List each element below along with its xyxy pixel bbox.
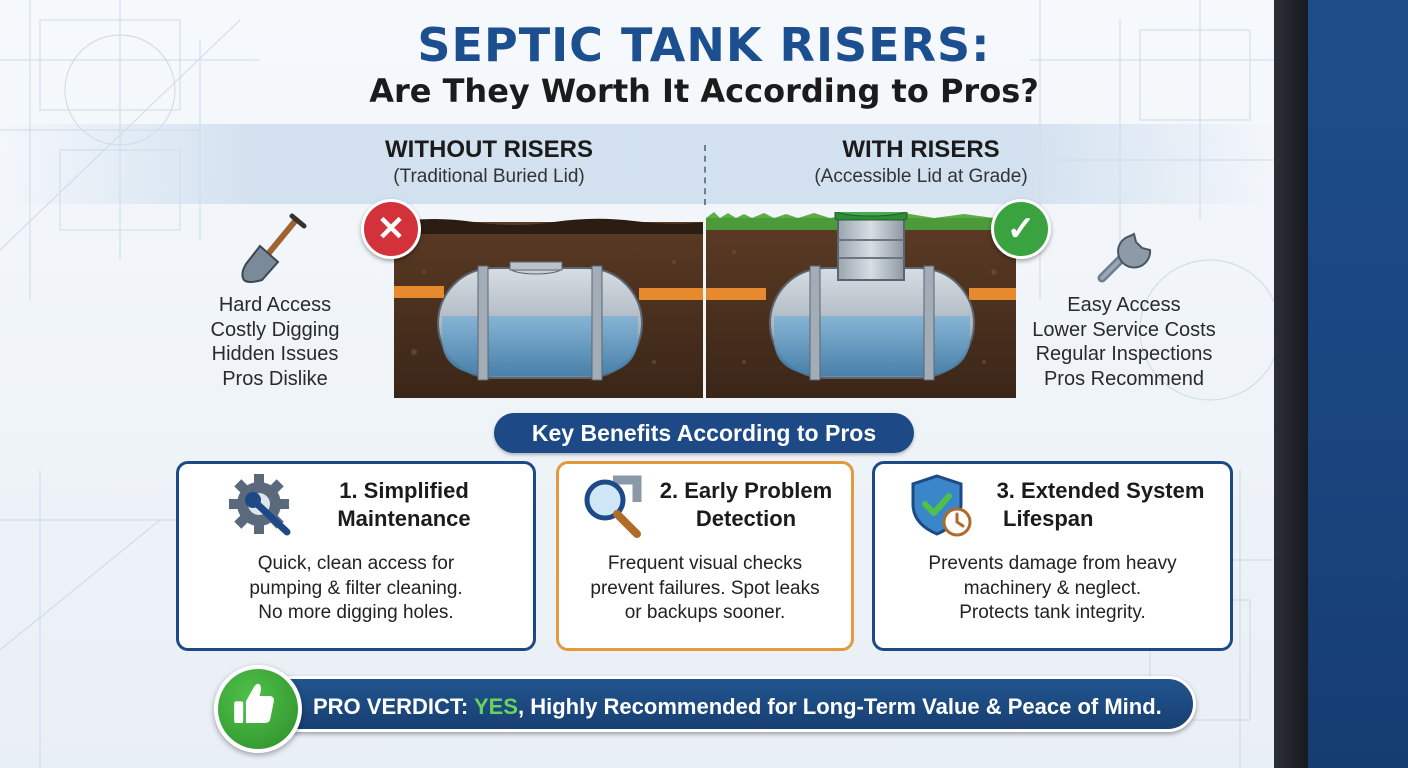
verdict-highlight: YES xyxy=(473,694,518,719)
card-body-line: pumping & filter cleaning. xyxy=(249,577,463,599)
without-point: Costly Digging xyxy=(210,318,340,341)
without-risers-heading: WITHOUT RISERS xyxy=(385,136,593,163)
thumbs-up-glyph xyxy=(234,683,274,723)
with-point: Pros Recommend xyxy=(1043,367,1205,390)
card-title-line: 2. Early Problem xyxy=(659,478,833,503)
without-risers-subheading: (Traditional Buried Lid) xyxy=(393,166,585,187)
tank-cross-section-illustration xyxy=(394,212,1016,398)
card-title-line: Lifespan xyxy=(1003,506,1094,531)
card-body-line: Prevents damage from heavy xyxy=(928,553,1177,574)
benefit-card-maintenance: 1. Simplified Maintenance Quick, clean a… xyxy=(176,461,536,651)
card-body: Frequent visual checks prevent failures.… xyxy=(567,552,843,626)
card-body: Prevents damage from heavy machinery & n… xyxy=(883,552,1222,626)
verdict-prefix: PRO VERDICT: xyxy=(313,694,474,719)
card-title-line: Detection xyxy=(695,506,797,531)
comparison-header-band xyxy=(0,124,1280,204)
shovel-icon xyxy=(241,213,307,283)
magnifier-pipe-icon xyxy=(584,475,642,538)
without-risers-header: WITHOUT RISERS (Traditional Buried Lid) xyxy=(309,136,669,188)
column-divider xyxy=(704,145,706,205)
key-benefits-heading: Key Benefits According to Pros xyxy=(494,413,914,453)
card-body-line: Frequent visual checks xyxy=(607,553,803,574)
with-risers-subheading: (Accessible Lid at Grade) xyxy=(814,166,1028,187)
card-title: 2. Early Problem Detection xyxy=(643,477,849,533)
without-point: Hidden Issues xyxy=(211,343,339,365)
card-title-line: Maintenance xyxy=(337,506,471,531)
thumbs-up-icon xyxy=(214,665,302,753)
benefit-card-lifespan: 3. Extended System Lifespan Prevents dam… xyxy=(872,461,1233,651)
page-subtitle: Are They Worth It According to Pros? xyxy=(369,72,1039,110)
card-title-line: 3. Extended System xyxy=(996,478,1205,503)
card-body-line: prevent failures. Spot leaks xyxy=(590,577,820,599)
with-risers-heading: WITH RISERS xyxy=(842,136,1000,163)
card-title: 3. Extended System Lifespan xyxy=(973,477,1228,533)
without-risers-points: Hard Access Costly Digging Hidden Issues… xyxy=(160,293,390,391)
benefit-card-detection: 2. Early Problem Detection Frequent visu… xyxy=(556,461,854,651)
wrench-icon xyxy=(1097,232,1152,283)
verdict-suffix: , Highly Recommended for Long-Term Value… xyxy=(517,694,1162,719)
x-mark-icon: ✕ xyxy=(361,199,421,259)
page-title: SEPTIC TANK RISERS: xyxy=(417,18,991,72)
with-point: Easy Access xyxy=(1067,294,1181,316)
card-body-line: Protects tank integrity. xyxy=(959,602,1146,623)
without-point: Pros Dislike xyxy=(222,367,328,390)
card-body-line: machinery & neglect. xyxy=(963,577,1142,599)
card-title: 1. Simplified Maintenance xyxy=(294,477,514,533)
shield-clock-icon xyxy=(911,474,972,537)
right-shadow-strip xyxy=(1274,0,1308,768)
pro-verdict-banner: PRO VERDICT: YES, Highly Recommended for… xyxy=(262,676,1196,732)
card-title-line: 1. Simplified xyxy=(339,478,469,503)
card-body: Quick, clean access for pumping & filter… xyxy=(187,552,525,626)
card-body-line: No more digging holes. xyxy=(258,602,454,623)
card-body-line: Quick, clean access for xyxy=(257,553,455,574)
with-risers-header: WITH RISERS (Accessible Lid at Grade) xyxy=(741,136,1101,188)
with-risers-points: Easy Access Lower Service Costs Regular … xyxy=(1009,293,1239,391)
card-body-line: or backups sooner. xyxy=(624,602,786,623)
right-blue-panel xyxy=(1308,0,1408,768)
with-point: Regular Inspections xyxy=(1035,343,1213,365)
without-point: Hard Access xyxy=(218,294,332,316)
with-point: Lower Service Costs xyxy=(1032,318,1216,341)
check-mark-icon: ✓ xyxy=(991,199,1051,259)
gear-wrench-icon xyxy=(229,474,291,536)
